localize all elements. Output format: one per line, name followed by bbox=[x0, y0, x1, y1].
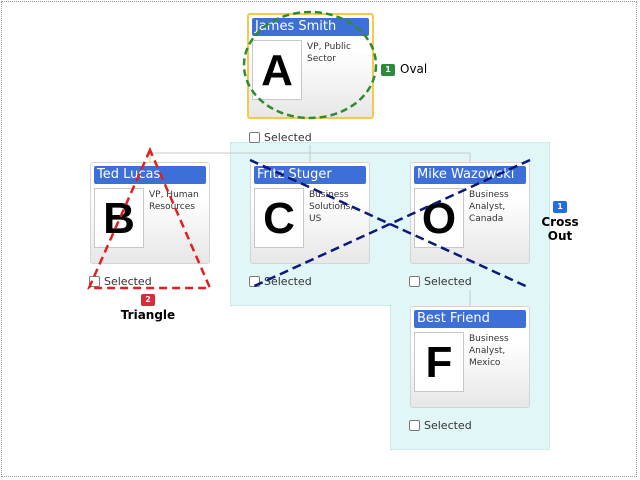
node-description: Business Analyst, Mexico bbox=[469, 334, 509, 368]
node-title: Best Friend bbox=[414, 310, 526, 328]
select-checkbox-james-smith[interactable]: Selected bbox=[249, 130, 312, 144]
org-node-fritz-stuger[interactable]: Fritz Stuger C Business Solutions, US bbox=[250, 162, 370, 264]
select-checkbox-ted-lucas[interactable]: Selected bbox=[89, 274, 152, 288]
node-photo: O bbox=[414, 188, 464, 248]
annotation-badge-oval: 1 bbox=[381, 64, 395, 76]
node-title: Fritz Stuger bbox=[254, 166, 366, 184]
cross-out-line bbox=[249, 158, 531, 290]
checkbox[interactable] bbox=[409, 275, 420, 287]
annotation-badge-triangle: 2 bbox=[141, 294, 155, 306]
node-title: James Smith bbox=[252, 18, 369, 36]
node-photo: B bbox=[94, 188, 144, 248]
node-photo: A bbox=[252, 40, 302, 100]
node-title: Ted Lucas bbox=[94, 166, 206, 184]
org-node-mike-wazowski[interactable]: Mike Wazowski O Business Analyst, Canada bbox=[410, 162, 530, 264]
org-node-james-smith[interactable]: James Smith A VP, Public Sector bbox=[247, 13, 374, 119]
node-description: Business Analyst, Canada bbox=[469, 190, 509, 224]
node-photo: F bbox=[414, 332, 464, 392]
select-checkbox-best-friend[interactable]: Selected bbox=[409, 418, 472, 432]
triangle-annotation bbox=[87, 146, 212, 290]
checkbox[interactable] bbox=[409, 419, 420, 431]
annotation-badge-cross-out: 1 bbox=[553, 201, 567, 213]
org-node-best-friend[interactable]: Best Friend F Business Analyst, Mexico bbox=[410, 306, 530, 408]
select-checkbox-mike-wazowski[interactable]: Selected bbox=[409, 274, 472, 288]
org-node-ted-lucas[interactable]: Ted Lucas B VP, Human Resources bbox=[90, 162, 210, 264]
checkbox[interactable] bbox=[249, 131, 260, 143]
checkbox-label: Selected bbox=[264, 130, 312, 144]
annotation-label-triangle: Triangle bbox=[120, 308, 176, 322]
checkbox-label: Selected bbox=[424, 274, 472, 288]
node-description: VP, Public Sector bbox=[307, 42, 351, 64]
node-description: VP, Human Resources bbox=[149, 190, 199, 212]
annotation-label-oval: Oval bbox=[400, 62, 428, 76]
checkbox-label: Selected bbox=[424, 418, 472, 432]
cross-out-line bbox=[249, 158, 531, 290]
oval-annotation bbox=[242, 10, 378, 120]
checkbox-label: Selected bbox=[264, 274, 312, 288]
checkbox-label: Selected bbox=[104, 274, 152, 288]
annotation-label-cross-out: Cross Out bbox=[541, 215, 579, 243]
node-photo: C bbox=[254, 188, 304, 248]
